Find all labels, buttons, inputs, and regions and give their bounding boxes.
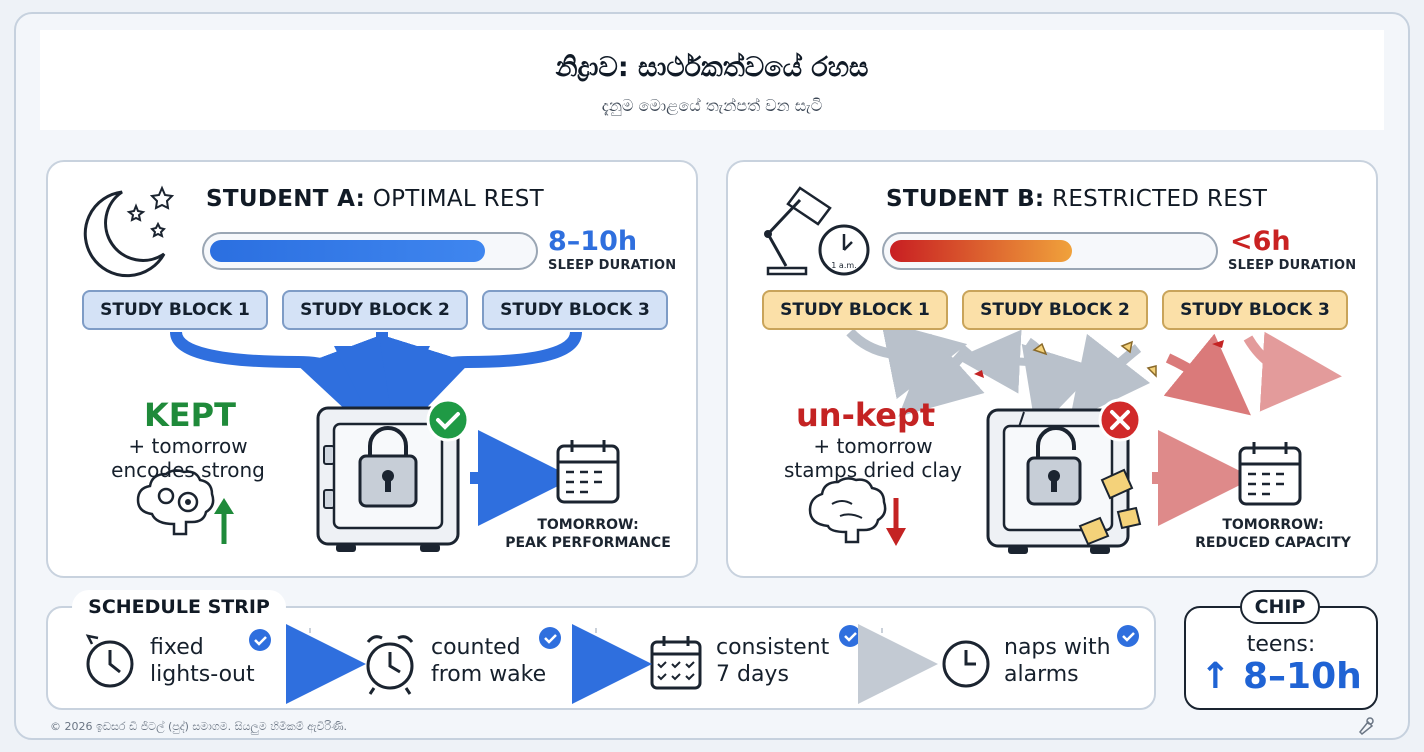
- chip-value: ↑ 8–10h: [1184, 656, 1378, 697]
- step-4-line-2: alarms: [1004, 662, 1079, 687]
- clock-1am-icon: 1 a.m.: [818, 224, 870, 276]
- schedule-step-3: consistent 7 days: [716, 634, 829, 688]
- calendar-icon: [1238, 442, 1302, 506]
- step-1-line-1: fixed: [150, 635, 204, 660]
- alarm-clock-icon: [366, 635, 414, 695]
- step-1-line-2: lights-out: [150, 662, 255, 687]
- broken-safe-icon: [986, 408, 1142, 554]
- step-3-line-2: 7 days: [716, 662, 789, 687]
- student-a-duration: 8–10h: [548, 226, 638, 257]
- student-b-title: STUDENT B: RESTRICTED REST: [886, 186, 1268, 212]
- fragment-pieces: [974, 340, 1224, 378]
- student-b-sub-line-2: stamps dried clay: [784, 458, 962, 482]
- up-arrow-icon: ↑: [1200, 656, 1231, 697]
- locked-safe-icon: [316, 406, 460, 552]
- down-arrow-icon: [886, 498, 906, 546]
- clock-icon: [942, 640, 990, 688]
- student-b-sleep-bar: [882, 232, 1218, 270]
- scattered-flow-arrows: [846, 320, 1342, 433]
- step-4-line-1: naps with: [1004, 635, 1111, 660]
- schedule-graphics: [85, 624, 1139, 704]
- page-title: නිද්‍රාව: සාර්ථකත්වයේ රහස: [555, 52, 869, 83]
- footer-copyright: © 2026 ඉඩසර ඩි ජිටල් (පුද්) සමාගම. සියලු…: [50, 720, 348, 733]
- schedule-step-1: fixed lights-out: [150, 634, 255, 688]
- step-2-line-2: from wake: [431, 662, 547, 687]
- chip-tag: CHIP: [1240, 590, 1320, 624]
- student-a-panel: STUDENT A: OPTIMAL REST 8–10h SLEEP DURA…: [46, 160, 698, 578]
- student-a-sleep-fill: [210, 240, 486, 262]
- flow-arrows: [170, 331, 582, 442]
- student-b-panel: 1 a.m.: [726, 160, 1378, 578]
- student-b-tomorrow-value: REDUCED CAPACITY: [1195, 535, 1351, 551]
- chip-label: teens:: [1246, 632, 1316, 657]
- student-b-study-block-1: STUDY BLOCK 1: [762, 290, 948, 330]
- student-b-study-block-2: STUDY BLOCK 2: [962, 290, 1148, 330]
- student-b-status: un-kept: [796, 396, 936, 434]
- calendar-icon: [556, 440, 620, 504]
- header: [40, 30, 1384, 130]
- student-a-duration-label: SLEEP DURATION: [548, 258, 677, 273]
- student-b-sleep-fill: [890, 240, 1073, 262]
- x-badge-icon: [1098, 398, 1142, 442]
- student-a-status: KEPT: [144, 396, 236, 434]
- student-a-tomorrow-label: TOMORROW:: [537, 517, 639, 533]
- student-a-study-block-2: STUDY BLOCK 2: [282, 290, 468, 330]
- student-a-sleep-bar: [202, 232, 538, 270]
- schedule-strip-tag: SCHEDULE STRIP: [72, 590, 286, 624]
- student-a-title: STUDENT A: OPTIMAL REST: [206, 186, 544, 212]
- student-a-study-block-1: STUDY BLOCK 1: [82, 290, 268, 330]
- chip-value-text: 8–10h: [1242, 656, 1362, 697]
- student-a-sub-line-2: encodes strong: [111, 458, 265, 482]
- student-b-study-block-3: STUDY BLOCK 3: [1162, 290, 1348, 330]
- student-a-graphics: [83, 185, 620, 552]
- brain-icon: [808, 477, 887, 544]
- student-a-sub-line-1: + tomorrow: [128, 434, 248, 458]
- step-2-line-1: counted: [431, 635, 521, 660]
- calendar-check-icon: [650, 636, 702, 690]
- student-a-study-block-3: STUDY BLOCK 3: [482, 290, 668, 330]
- moon-stars-icon: [83, 185, 175, 278]
- clock-reset-icon: [85, 634, 134, 688]
- up-arrow-icon: [214, 498, 234, 544]
- student-b-duration: <6h: [1230, 226, 1291, 257]
- step-check-icons: [249, 625, 1139, 651]
- schedule-step-4: naps with alarms: [1004, 634, 1111, 688]
- page-subtitle: දැනුම මොළයේ තැන්පත් වන සැටි: [601, 96, 823, 115]
- clock-text: 1 a.m.: [831, 261, 856, 270]
- schedule-step-2: counted from wake: [431, 634, 546, 688]
- student-b-graphics: 1 a.m.: [764, 186, 1342, 554]
- student-b-duration-label: SLEEP DURATION: [1228, 258, 1357, 273]
- student-b-tomorrow-label: TOMORROW:: [1222, 517, 1324, 533]
- check-badge-icon: [426, 398, 470, 442]
- desk-lamp-icon: [764, 186, 832, 276]
- student-a-tomorrow-value: PEAK PERFORMANCE: [505, 535, 671, 551]
- pen-nib-icon: [1358, 717, 1374, 736]
- student-b-sub-line-1: + tomorrow: [813, 434, 933, 458]
- step-3-line-1: consistent: [716, 635, 830, 660]
- brain-gears-icon: [136, 469, 215, 536]
